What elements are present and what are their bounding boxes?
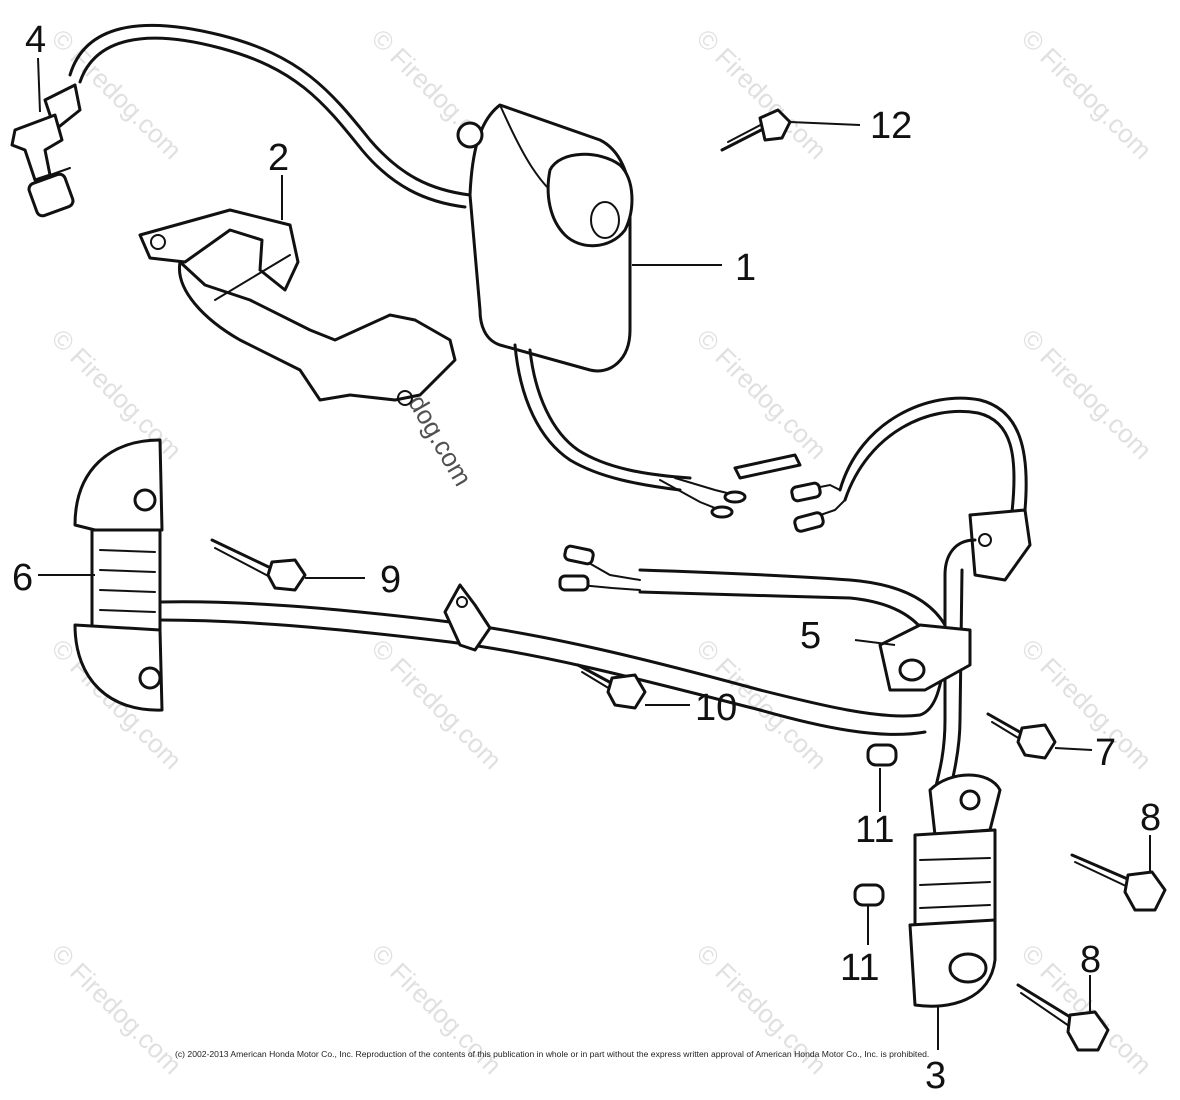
callout-8-lower: 8 [1080,939,1101,981]
callout-2: 2 [268,137,289,179]
callout-4: 4 [25,19,46,61]
watermark: © Firedog.com [46,323,188,465]
callout-11-lower: 11 [840,947,879,989]
watermark: © Firedog.com [691,323,833,465]
bolt-7-part [986,712,1057,760]
bolt-10-part [576,663,647,710]
copyright-notice: (c) 2002-2013 American Honda Motor Co., … [175,1049,929,1059]
charge-coil-part [908,773,1002,1008]
watermark: © Firedog.com [691,23,833,165]
cap-11-upper-part [866,743,898,767]
bolt-8-upper-part [1070,853,1167,912]
watermark: © Firedog.com [1016,23,1158,165]
harness-upper-right [790,396,1032,582]
spark-plug-cap-part [10,23,472,218]
callout-10: 10 [695,687,737,729]
callout-12: 12 [870,105,912,147]
cap-11-lower-part [853,883,885,907]
watermark: © Firedog.com [366,633,508,775]
callout-1: 1 [735,247,756,289]
callout-5: 5 [800,615,821,657]
bolt-8-lower-part [1016,983,1110,1052]
callout-6: 6 [12,557,33,599]
callout-3: 3 [925,1055,946,1097]
leader-lines [37,57,1151,1050]
harness-lower [158,538,977,792]
watermark: © Firedog.com [46,938,188,1080]
callout-9: 9 [380,559,401,601]
callout-11-upper: 11 [855,809,894,851]
callout-7: 7 [1095,732,1116,774]
coil-bracket-part [138,208,457,406]
watermark: © Firedog.com [1016,323,1158,465]
bolt-12-part [720,108,792,152]
bolt-9-part [210,538,307,592]
callout-labels: 1 2 3 4 5 6 7 8 8 9 10 11 11 12 [12,19,1161,1097]
ignition-coil-part [456,103,802,519]
exciter-coil-part [73,438,164,712]
callout-8-upper: 8 [1140,797,1161,839]
